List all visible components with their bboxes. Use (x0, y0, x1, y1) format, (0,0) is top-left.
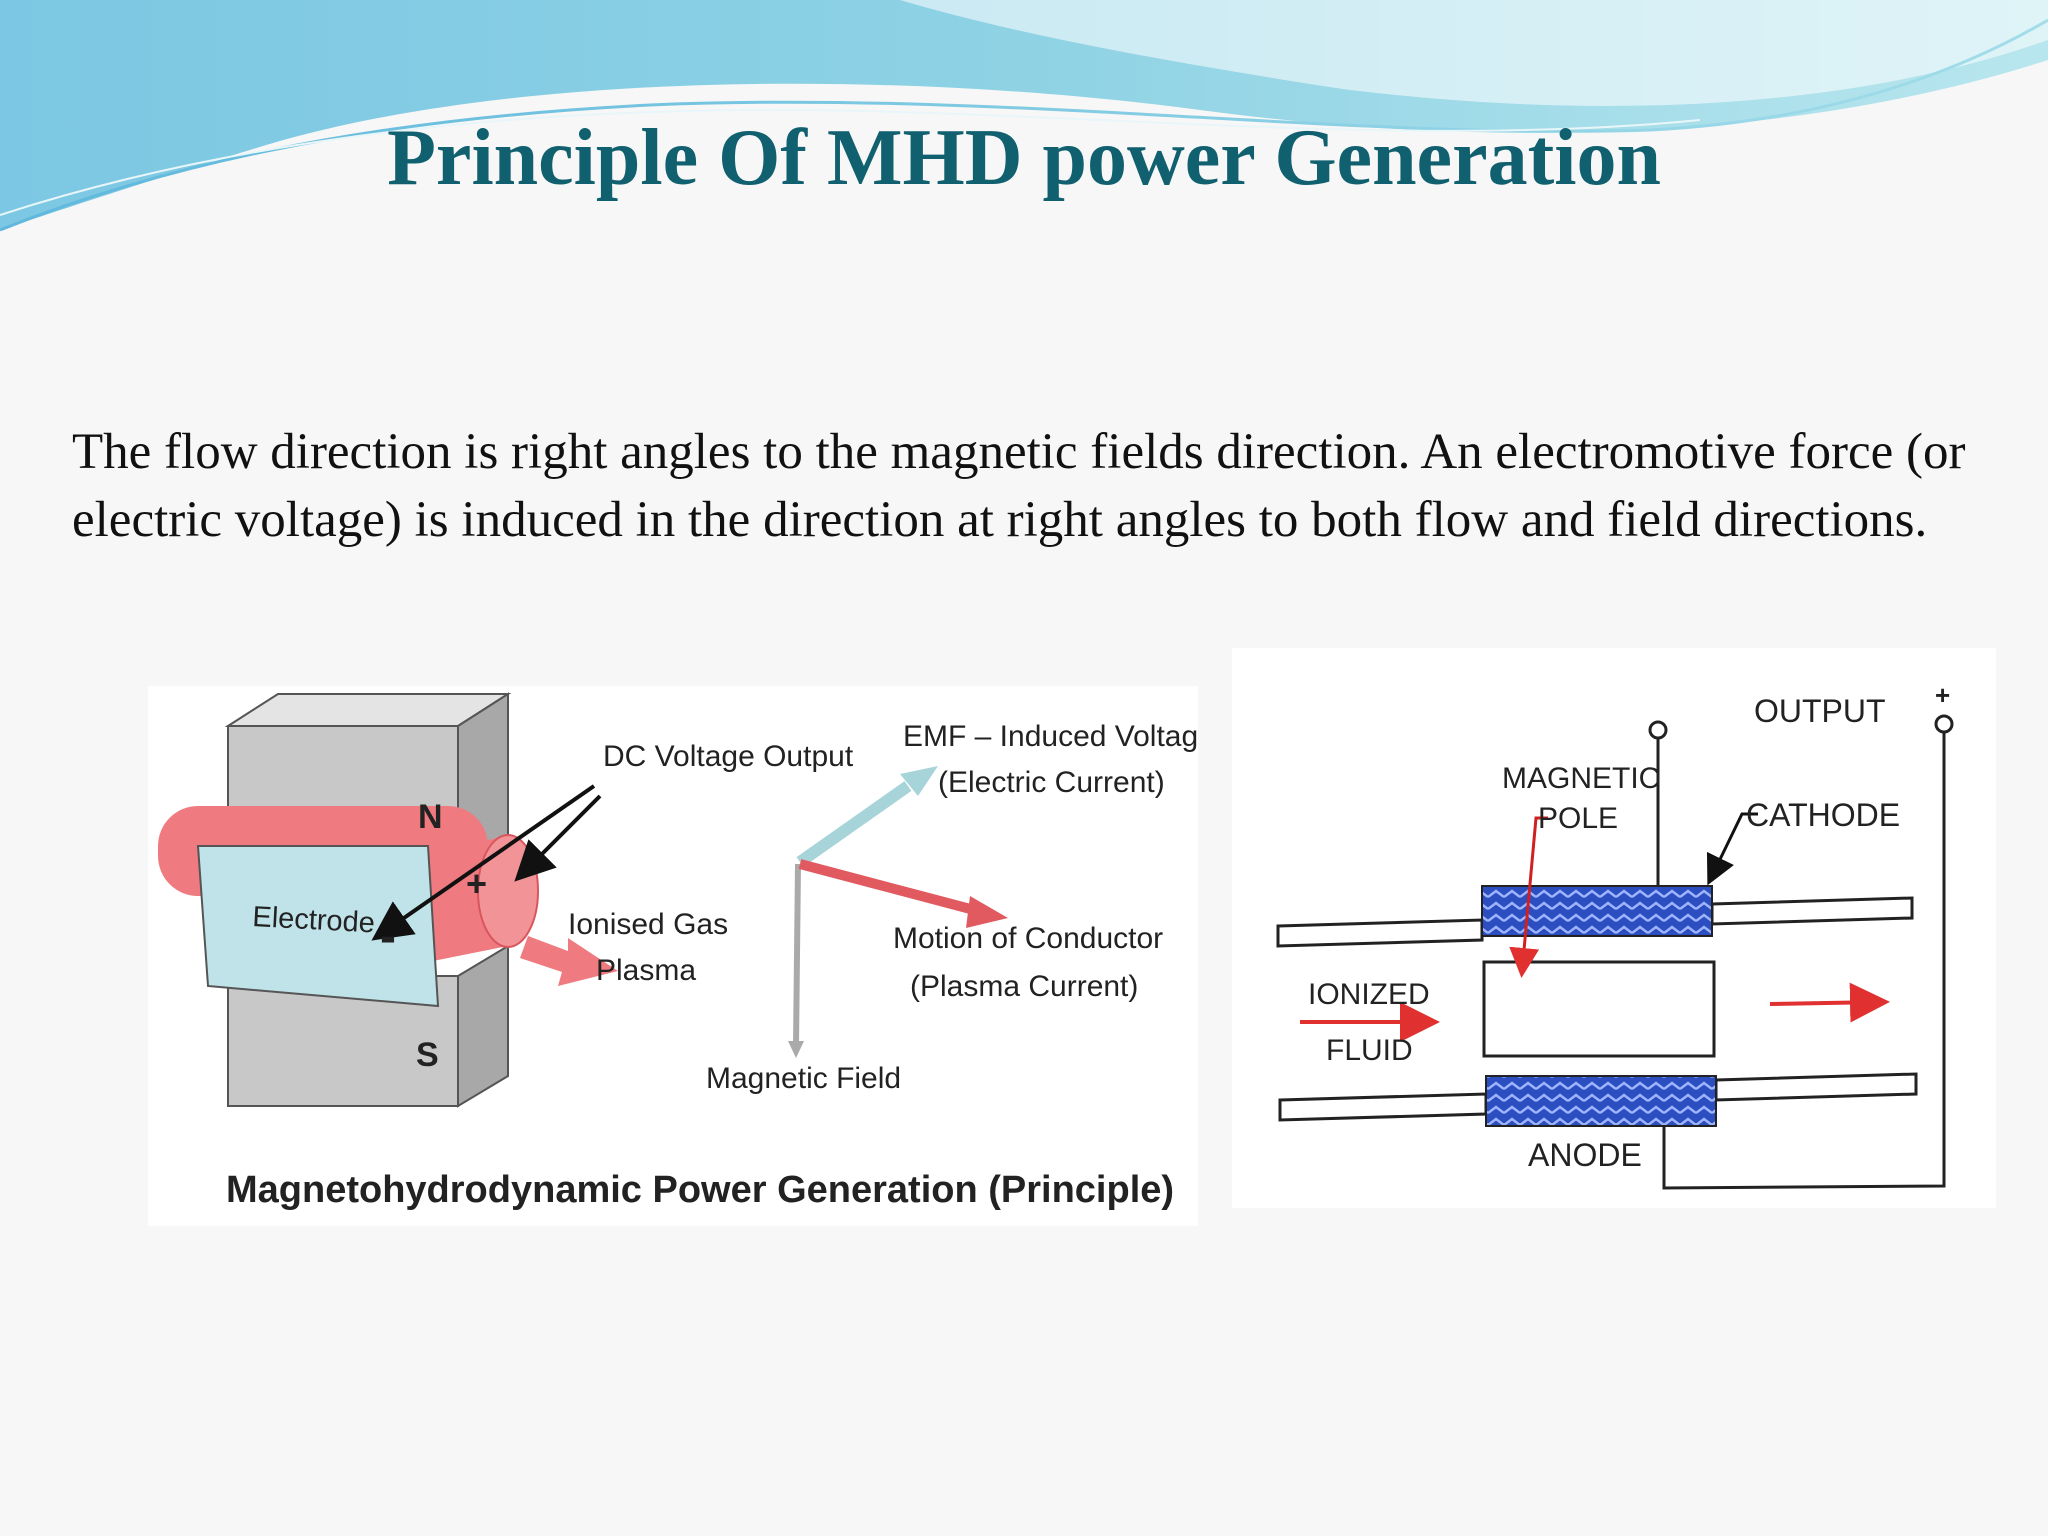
fluid-outlet-arrow (1769, 982, 1890, 1023)
plasma-flow-arrow (520, 936, 618, 986)
magnetic-pole-label-line1: MAGNETIC (1502, 762, 1660, 795)
motion-label-line2: (Plasma Current) (910, 970, 1138, 1003)
electrode-plate (196, 845, 440, 1008)
output-label: OUTPUT (1754, 693, 1886, 729)
magnetic-field-label: Magnetic Field (706, 1062, 901, 1095)
output-plus-sign: + (1935, 680, 1950, 710)
ionized-label-line2: FLUID (1326, 1034, 1413, 1067)
dc-output-leader-plus (514, 794, 602, 882)
mhd-principle-3d-diagram: N S + - Electrode DC Voltage Output Ioni… (148, 686, 1198, 1226)
cathode-label: CATHODE (1746, 797, 1900, 833)
ionised-gas-label-line1: Ionised Gas (568, 908, 728, 941)
plus-terminal-sign: + (466, 863, 487, 904)
output-circuit-wires (1648, 714, 1954, 1190)
motion-label-line1: Motion of Conductor (893, 922, 1163, 955)
emf-label-line2: (Electric Current) (938, 766, 1165, 799)
header-wave-decoration (0, 0, 2048, 232)
mhd-channel-schematic: OUTPUT + MAGNETIC POLE CATHODE IONIZED F… (1232, 648, 1996, 1208)
upper-channel-wall (1276, 885, 1914, 948)
magnet-north-label: N (418, 798, 443, 836)
magnetic-pole-label-line2: POLE (1538, 802, 1618, 835)
left-diagram-caption: Magnetohydrodynamic Power Generation (Pr… (226, 1169, 1174, 1211)
emf-label-line1: EMF – Induced Voltage (903, 720, 1198, 753)
lower-channel-wall (1278, 1072, 1918, 1127)
fluid-channel-box (1482, 960, 1716, 1058)
dc-output-label: DC Voltage Output (603, 740, 854, 773)
field-axes (788, 766, 1008, 1058)
ionised-gas-label-line2: Plasma (596, 954, 696, 987)
anode-label: ANODE (1528, 1137, 1642, 1173)
electrode-label: Electrode (252, 901, 376, 939)
dc-output-leader-minus (371, 784, 596, 941)
ionized-label-line1: IONIZED (1308, 978, 1430, 1011)
cathode-leader (1706, 812, 1758, 886)
magnetic-pole-leader (1509, 816, 1548, 978)
slide-body-text: The flow direction is right angles to th… (72, 424, 1966, 548)
slide-title: Principle Of MHD power Generation (387, 114, 1661, 202)
minus-terminal-sign: - (380, 910, 396, 963)
magnet-south-label: S (416, 1036, 439, 1074)
